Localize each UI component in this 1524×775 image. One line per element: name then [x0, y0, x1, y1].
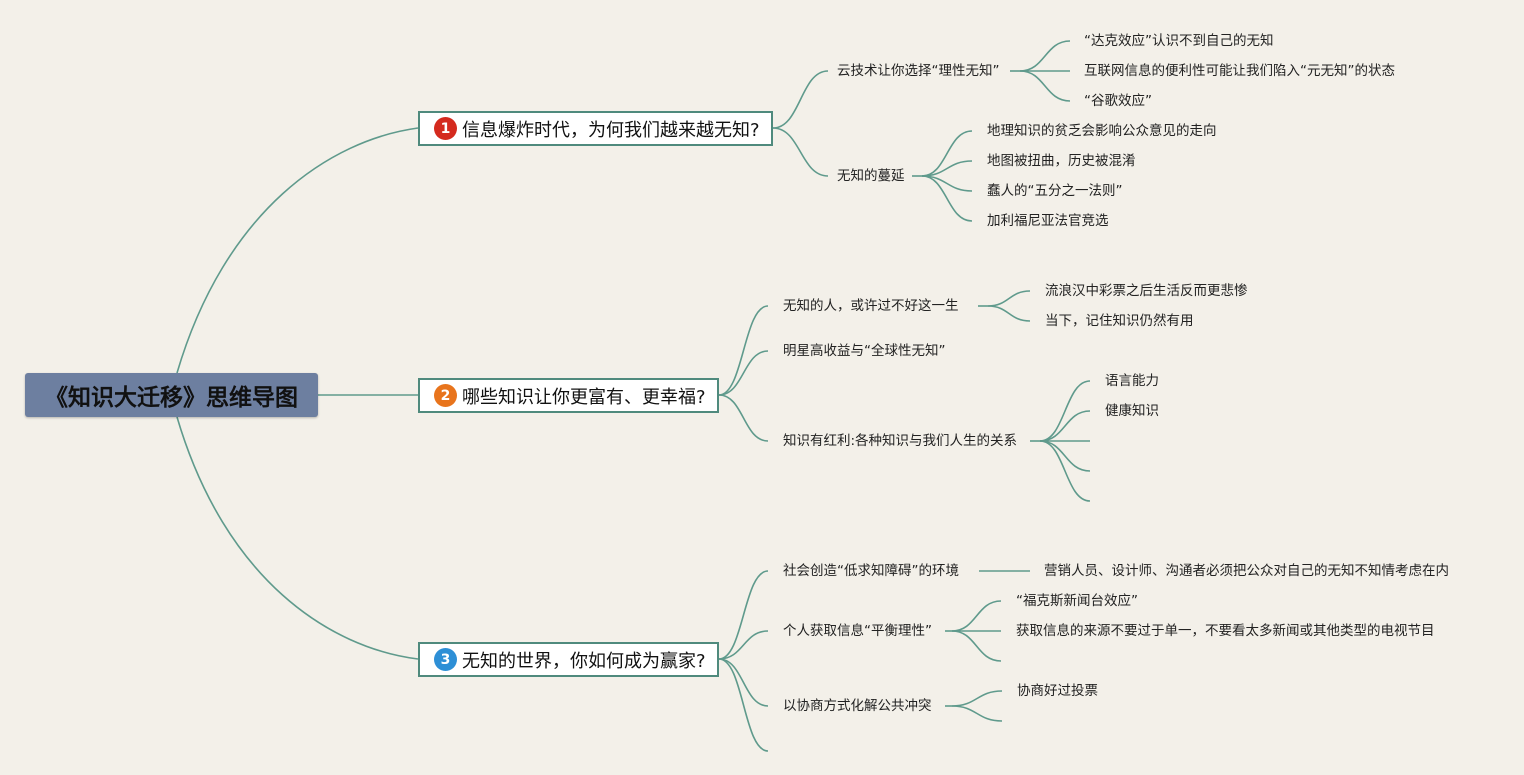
leaf-label[interactable]: 地图被扭曲，历史被混淆 — [987, 153, 1136, 169]
connector-line — [951, 630, 1002, 662]
subtopic-label[interactable]: 个人获取信息“平衡理性” — [783, 623, 932, 639]
connector-line — [718, 570, 769, 660]
subtopic-label[interactable]: 云技术让你选择“理性无知” — [837, 63, 1000, 79]
connector-line — [718, 305, 769, 396]
connector-line — [718, 630, 769, 660]
number-badge: 3 — [434, 648, 457, 671]
leaf-label[interactable]: 地理知识的贫乏会影响公众意见的走向 — [987, 123, 1217, 139]
subtopic-label[interactable]: 社会创造“低求知障碍”的环境 — [783, 563, 959, 579]
subtopic-label[interactable]: 无知的人，或许过不好这一生 — [783, 298, 959, 314]
connector-line — [176, 416, 419, 660]
subtopic-label[interactable]: 无知的蔓延 — [837, 168, 905, 184]
connector-line — [718, 394, 769, 442]
connector-line — [772, 70, 829, 129]
connector-line — [987, 290, 1031, 307]
leaf-label[interactable]: 健康知识 — [1105, 403, 1159, 419]
connector-line — [951, 600, 1002, 632]
leaf-label[interactable]: “谷歌效应” — [1084, 93, 1152, 109]
connector-line — [718, 658, 769, 707]
leaf-label[interactable]: 当下，记住知识仍然有用 — [1045, 313, 1194, 329]
subtopic-label[interactable]: 以协商方式化解公共冲突 — [783, 698, 932, 714]
connector-line — [1039, 440, 1091, 472]
subtopic-label[interactable]: 知识有红利:各种知识与我们人生的关系 — [783, 433, 1018, 449]
connector-line — [1019, 70, 1071, 102]
connector-line — [921, 175, 973, 222]
leaf-label[interactable]: 获取信息的来源不要过于单一，不要看太多新闻或其他类型的电视节目 — [1016, 623, 1435, 639]
leaf-label[interactable]: 流浪汉中彩票之后生活反而更悲惨 — [1045, 283, 1248, 299]
connector-line — [921, 130, 973, 177]
leaf-label[interactable]: “达克效应”认识不到自己的无知 — [1084, 33, 1274, 49]
connector-line — [1039, 440, 1091, 502]
subtopic-label[interactable]: 明星高收益与“全球性无知” — [783, 343, 946, 359]
topic-title: 信息爆炸时代，为何我们越来越无知? — [462, 119, 760, 141]
connector-line — [951, 705, 1003, 722]
leaf-label[interactable]: 营销人员、设计师、沟通者必须把公众对自己的无知不知情考虑在内 — [1044, 563, 1449, 579]
root-node[interactable]: 《知识大迁移》思维导图 — [25, 373, 318, 417]
connector-line — [176, 127, 419, 374]
topic-title: 无知的世界，你如何成为赢家? — [462, 650, 706, 672]
number-badge: 1 — [434, 117, 457, 140]
topic-title: 哪些知识让你更富有、更幸福? — [462, 386, 706, 408]
connector-line — [718, 350, 769, 396]
connector-line — [951, 690, 1003, 707]
leaf-label[interactable]: “福克斯新闻台效应” — [1016, 593, 1138, 609]
connector-line — [1019, 40, 1071, 72]
connector-line — [1039, 410, 1091, 442]
leaf-label[interactable]: 加利福尼亚法官竞选 — [987, 213, 1109, 229]
leaf-label[interactable]: 互联网信息的便利性可能让我们陷入“元无知”的状态 — [1084, 63, 1395, 79]
connector-line — [718, 658, 769, 752]
leaf-label[interactable]: 语言能力 — [1105, 373, 1159, 389]
topic-node-3[interactable]: 3 无知的世界，你如何成为赢家? — [418, 642, 719, 677]
leaf-label[interactable]: 蠢人的“五分之一法则” — [987, 183, 1123, 199]
leaf-label[interactable]: 协商好过投票 — [1017, 683, 1098, 699]
topic-node-1[interactable]: 1 信息爆炸时代，为何我们越来越无知? — [418, 111, 773, 146]
topic-node-2[interactable]: 2 哪些知识让你更富有、更幸福? — [418, 378, 719, 413]
connector-line — [772, 127, 829, 177]
connector-line — [987, 305, 1031, 322]
number-badge: 2 — [434, 384, 457, 407]
connector-line — [1039, 380, 1091, 442]
